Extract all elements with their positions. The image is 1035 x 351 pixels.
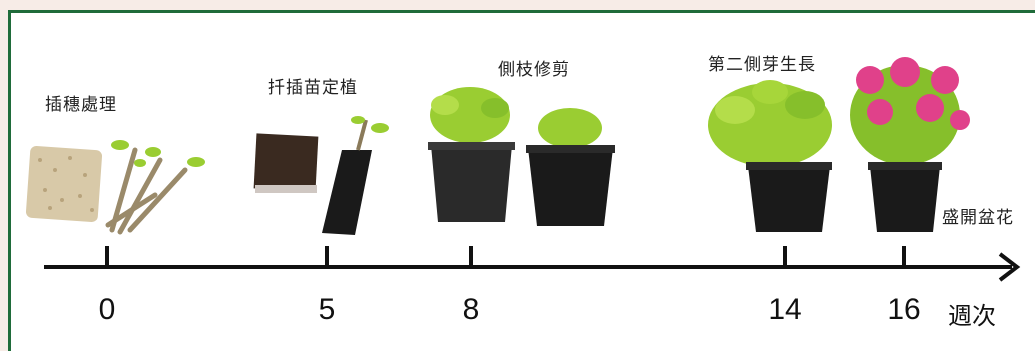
diagram-frame bbox=[8, 10, 1035, 351]
pruned-pot-2-image bbox=[526, 108, 615, 226]
timeline-unit-label: 週次 bbox=[948, 302, 996, 330]
stage-label-pruning: 側枝修剪 bbox=[498, 60, 570, 80]
stage-label-cutting-prep: 插穗處理 bbox=[45, 95, 117, 115]
cutting-leaves bbox=[111, 140, 205, 167]
week-label-5: 5 bbox=[318, 293, 336, 326]
flowering-pot-image bbox=[850, 57, 970, 232]
stage-label-planting: 扦插苗定植 bbox=[268, 78, 358, 98]
cuttings-image bbox=[105, 147, 188, 235]
pruned-pot-1-image bbox=[428, 87, 515, 222]
stage-label-full-bloom: 盛開盆花 bbox=[942, 208, 1014, 228]
week-label-8: 8 bbox=[462, 293, 480, 326]
plug-seedling-image bbox=[322, 116, 389, 235]
week-label-16: 16 bbox=[887, 293, 921, 326]
week-label-14: 14 bbox=[768, 293, 802, 326]
substrate-block-image bbox=[25, 145, 103, 223]
week-label-0: 0 bbox=[98, 293, 116, 326]
timeline-arrowhead bbox=[998, 252, 1021, 282]
stage-label-second-buds: 第二側芽生長 bbox=[708, 55, 816, 75]
bushy-pot-image bbox=[708, 80, 832, 232]
soil-block-image bbox=[253, 133, 319, 193]
